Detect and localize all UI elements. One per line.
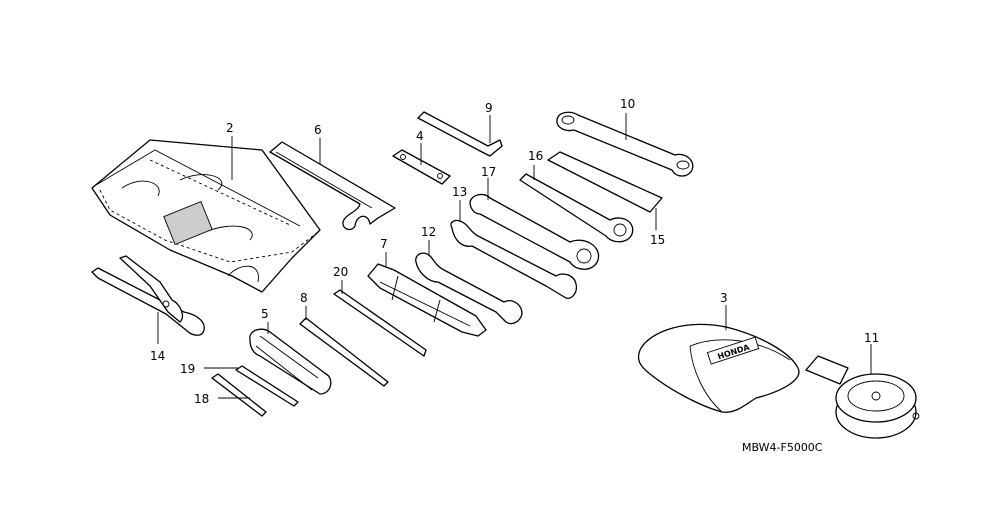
- flat-spanner-6: [269, 141, 396, 231]
- callout-4: 4: [416, 129, 424, 143]
- callout-18: 18: [194, 392, 209, 406]
- flat-bar-15: [547, 151, 663, 213]
- drawing-code: MBW4-F5000C: [742, 441, 823, 454]
- callout-5: 5: [261, 307, 269, 321]
- screwdriver-bit-19: [235, 365, 299, 407]
- open-wrench-13: [450, 219, 578, 299]
- callout-12: 12: [421, 225, 436, 239]
- hex-key-9: [417, 111, 503, 157]
- callout-17: 17: [481, 165, 496, 179]
- callout-11: 11: [864, 331, 879, 345]
- pressure-gauge-11: [805, 355, 920, 439]
- socket-wrench-7: [367, 263, 487, 337]
- open-wrench-12: [415, 252, 523, 325]
- tool-pouch-3: HONDA: [637, 323, 800, 413]
- screwdriver-handle-5: [249, 328, 332, 395]
- callout-16: 16: [528, 149, 543, 163]
- small-wrench-4: [392, 149, 451, 185]
- pliers-14: [91, 255, 205, 336]
- callout-9: 9: [485, 101, 493, 115]
- callout-2: 2: [226, 121, 234, 135]
- callout-19: 19: [180, 362, 195, 376]
- callout-8: 8: [300, 291, 308, 305]
- callout-15: 15: [650, 233, 665, 247]
- screwdriver-bit-18: [211, 373, 267, 417]
- screwdriver-20: [333, 289, 427, 357]
- callout-20: 20: [333, 265, 348, 279]
- callout-7: 7: [380, 237, 388, 251]
- box-wrench-10: [556, 111, 694, 177]
- screwdriver-8: [299, 317, 389, 387]
- callout-13: 13: [452, 185, 467, 199]
- ring-spanner-16: [519, 173, 634, 243]
- ring-spanner-17: [469, 193, 600, 270]
- callout-14: 14: [150, 349, 165, 363]
- callout-3: 3: [720, 291, 728, 305]
- tool-roll-bag: [91, 139, 321, 293]
- callout-6: 6: [314, 123, 322, 137]
- callout-10: 10: [620, 97, 635, 111]
